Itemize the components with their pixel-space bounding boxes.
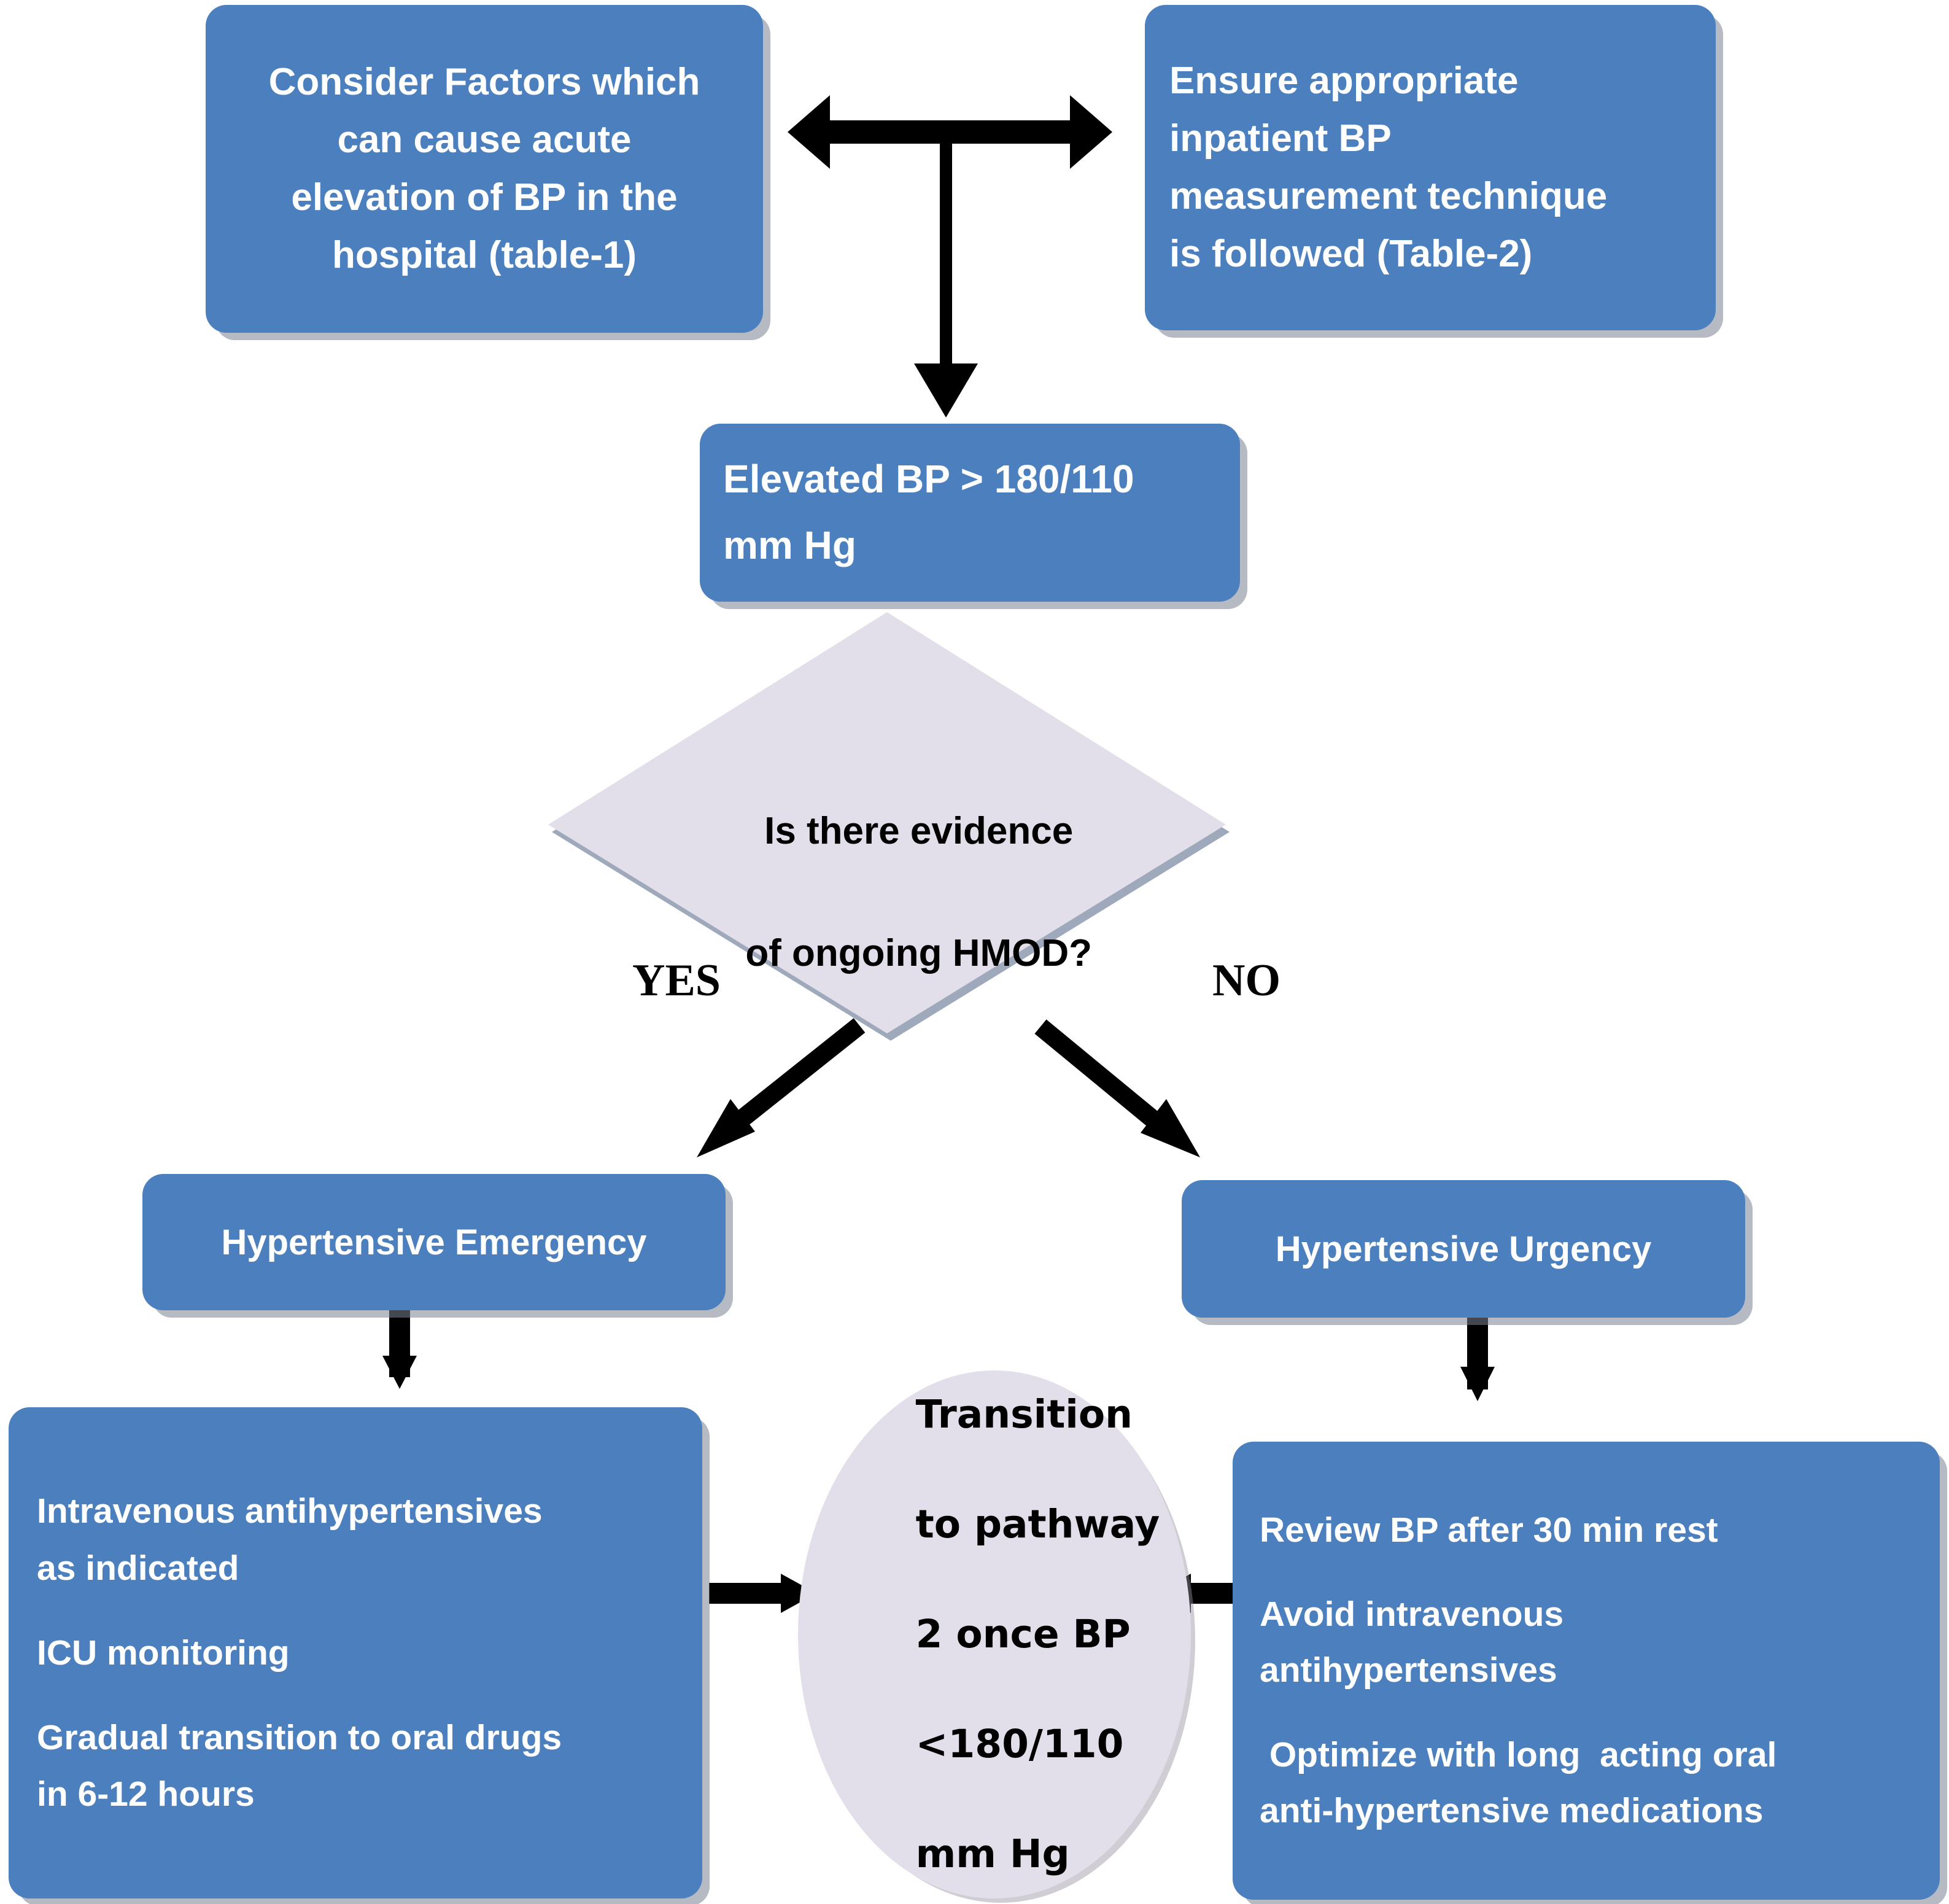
node-ensure-technique[interactable]: Ensure appropriate inpatient BP measurem… bbox=[1145, 5, 1716, 330]
node-ensure-technique-line-4: is followed (Table-2) bbox=[1169, 233, 1533, 276]
diamond-shape-icon bbox=[548, 612, 1230, 1041]
node-consider-factors-line-3: elevation of BP in the bbox=[291, 176, 678, 219]
node-elevated-bp-line-1: Elevated BP > 180/110 bbox=[723, 457, 1134, 502]
node-transition-oval[interactable]: Transition to pathway 2 once BP <180/110… bbox=[798, 1370, 1191, 1898]
node-ensure-technique-line-2: inpatient BP bbox=[1169, 117, 1392, 160]
node-urgency-actions-line-2: Avoid intravenous bbox=[1260, 1595, 1564, 1634]
node-urgency-actions-line-1: Review BP after 30 min rest bbox=[1260, 1510, 1718, 1550]
edge-urgency-to-actions bbox=[1460, 1317, 1495, 1401]
edge-diamond-no-branch bbox=[1034, 1019, 1200, 1157]
node-emergency-actions-line-2: as indicated bbox=[37, 1548, 239, 1588]
node-emergency-actions[interactable]: Intravenous antihypertensives as indicat… bbox=[9, 1407, 702, 1898]
node-decision-hmod-line-1: Is there evidence bbox=[764, 810, 1074, 853]
node-transition-oval-line-2: to pathway bbox=[915, 1502, 1160, 1547]
node-elevated-bp[interactable]: Elevated BP > 180/110 mm Hg bbox=[700, 424, 1240, 602]
node-ensure-technique-line-3: measurement technique bbox=[1169, 175, 1608, 217]
node-decision-hmod[interactable]: Is there evidence of ongoing HMOD? bbox=[543, 611, 1231, 1041]
node-transition-oval-line-5: mm Hg bbox=[915, 1832, 1070, 1877]
node-emergency-actions-line-4: Gradual transition to oral drugs bbox=[37, 1718, 562, 1758]
node-hypertensive-emergency[interactable]: Hypertensive Emergency bbox=[142, 1174, 726, 1310]
node-transition-oval-line-4: <180/110 bbox=[915, 1722, 1124, 1767]
node-elevated-bp-line-2: mm Hg bbox=[723, 523, 856, 567]
node-consider-factors-line-1: Consider Factors which bbox=[268, 60, 700, 103]
node-emergency-actions-line-3: ICU monitoring bbox=[37, 1633, 290, 1673]
node-consider-factors-line-2: can cause acute bbox=[337, 118, 632, 161]
node-transition-oval-text: Transition to pathway 2 once BP <180/110… bbox=[798, 1332, 1160, 1904]
node-urgency-actions-line-3: antihypertensives bbox=[1260, 1650, 1557, 1690]
node-consider-factors[interactable]: Consider Factors which can cause acute e… bbox=[206, 5, 763, 333]
node-emergency-actions-line-1: Intravenous antihypertensives bbox=[37, 1491, 543, 1531]
node-urgency-actions-line-5: anti-hypertensive medications bbox=[1260, 1790, 1764, 1830]
edge-diamond-yes-branch bbox=[697, 1018, 866, 1157]
branch-label-yes: YES bbox=[632, 955, 721, 1006]
branch-label-no: NO bbox=[1212, 955, 1281, 1006]
node-ensure-technique-line-1: Ensure appropriate bbox=[1169, 59, 1519, 102]
node-hypertensive-urgency-label: Hypertensive Urgency bbox=[1275, 1229, 1652, 1269]
node-urgency-actions-line-4: Optimize with long acting oral bbox=[1260, 1735, 1777, 1774]
node-hypertensive-emergency-label: Hypertensive Emergency bbox=[221, 1222, 647, 1262]
edge-emergency-to-actions bbox=[382, 1310, 417, 1389]
node-decision-hmod-line-2: of ongoing HMOD? bbox=[745, 931, 1093, 974]
edge-consider-to-ensure-bidirectional bbox=[788, 95, 1112, 169]
node-consider-factors-line-4: hospital (table-1) bbox=[331, 234, 637, 277]
node-emergency-actions-line-5: in 6-12 hours bbox=[37, 1774, 255, 1814]
node-transition-oval-line-1: Transition bbox=[915, 1392, 1133, 1437]
node-decision-hmod-text: Is there evidence of ongoing HMOD? bbox=[653, 740, 1121, 1044]
node-hypertensive-urgency[interactable]: Hypertensive Urgency bbox=[1182, 1180, 1745, 1318]
node-urgency-actions[interactable]: Review BP after 30 min rest Avoid intrav… bbox=[1233, 1442, 1940, 1900]
edge-top-to-elevated-bp bbox=[914, 132, 978, 418]
node-transition-oval-line-3: 2 once BP bbox=[915, 1612, 1131, 1657]
